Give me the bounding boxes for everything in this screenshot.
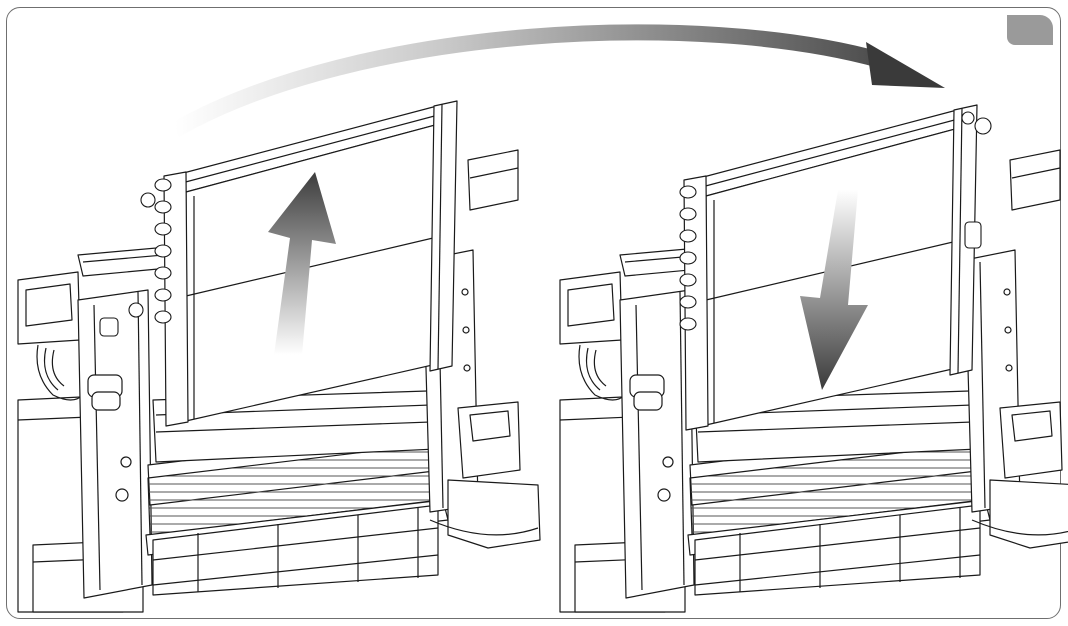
unit-after [559, 104, 1068, 613]
step-number-badge [1007, 15, 1053, 45]
unit-before [17, 100, 541, 613]
lower-down-arrow [800, 190, 868, 390]
transition-arrow [171, 24, 945, 137]
lift-up-arrow [268, 172, 336, 355]
